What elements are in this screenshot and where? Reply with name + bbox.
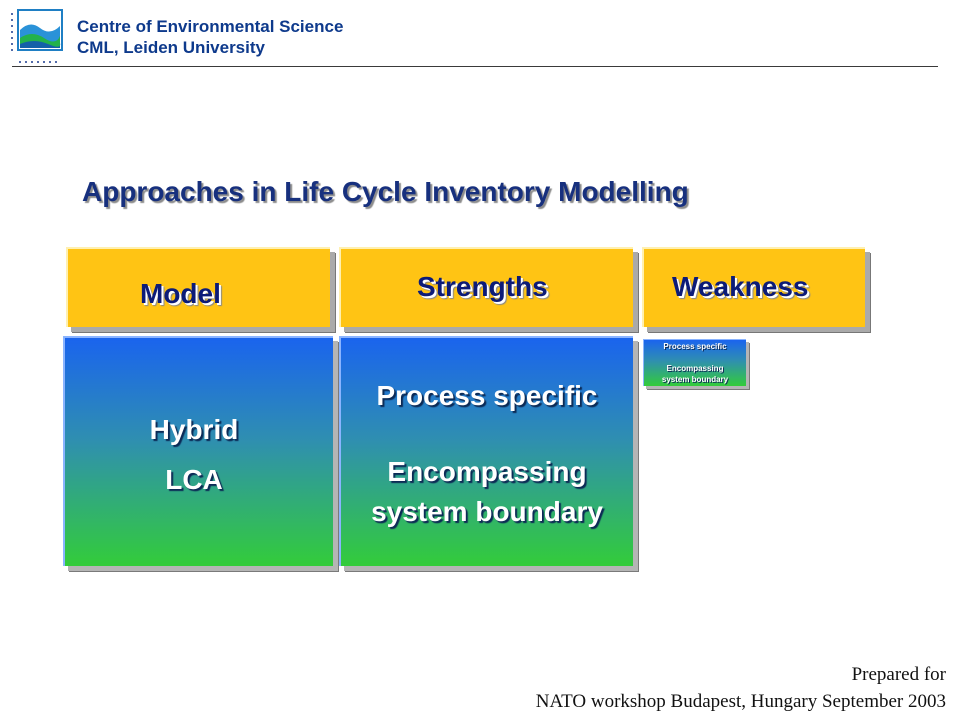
weakness-header-box: Weakness	[642, 247, 865, 327]
weakness-thumb-line-2: Encompassing	[666, 364, 724, 373]
header-divider	[12, 66, 938, 67]
institute-line-1: Centre of Environmental Science	[77, 17, 344, 36]
model-line-hybrid: Hybrid	[149, 414, 239, 445]
institute-line-2: CML, Leiden University	[77, 38, 265, 57]
footer-prepared-for: Prepared for	[851, 664, 946, 685]
cml-logo	[8, 8, 66, 68]
strengths-header-box: Strengths	[339, 247, 633, 327]
strengths-content-box: Process specific Encompassing system bou…	[339, 336, 633, 566]
weakness-thumb-line-1: Process specific	[663, 342, 727, 351]
institute-name: Centre of Environmental Science CML, Lei…	[77, 16, 343, 58]
model-content-box: Hybrid LCA	[63, 336, 333, 566]
model-line-lca: LCA	[165, 464, 223, 495]
weakness-thumb-line-3: system boundary	[661, 375, 729, 384]
weakness-thumbnail-box: Process specific Encompassing system bou…	[643, 339, 746, 386]
footer-event: NATO workshop Budapest, Hungary Septembe…	[535, 691, 946, 712]
strength-process-specific: Process specific	[376, 380, 598, 411]
slide-title: Approaches in Life Cycle Inventory Model…	[82, 176, 689, 207]
model-header-box: Model	[66, 247, 330, 327]
strengths-header-label: Strengths	[417, 271, 548, 302]
weakness-header-label: Weakness	[672, 271, 809, 302]
strength-system-boundary: system boundary	[371, 496, 603, 527]
strength-encompassing: Encompassing	[387, 456, 587, 487]
model-header-label: Model	[140, 278, 221, 309]
